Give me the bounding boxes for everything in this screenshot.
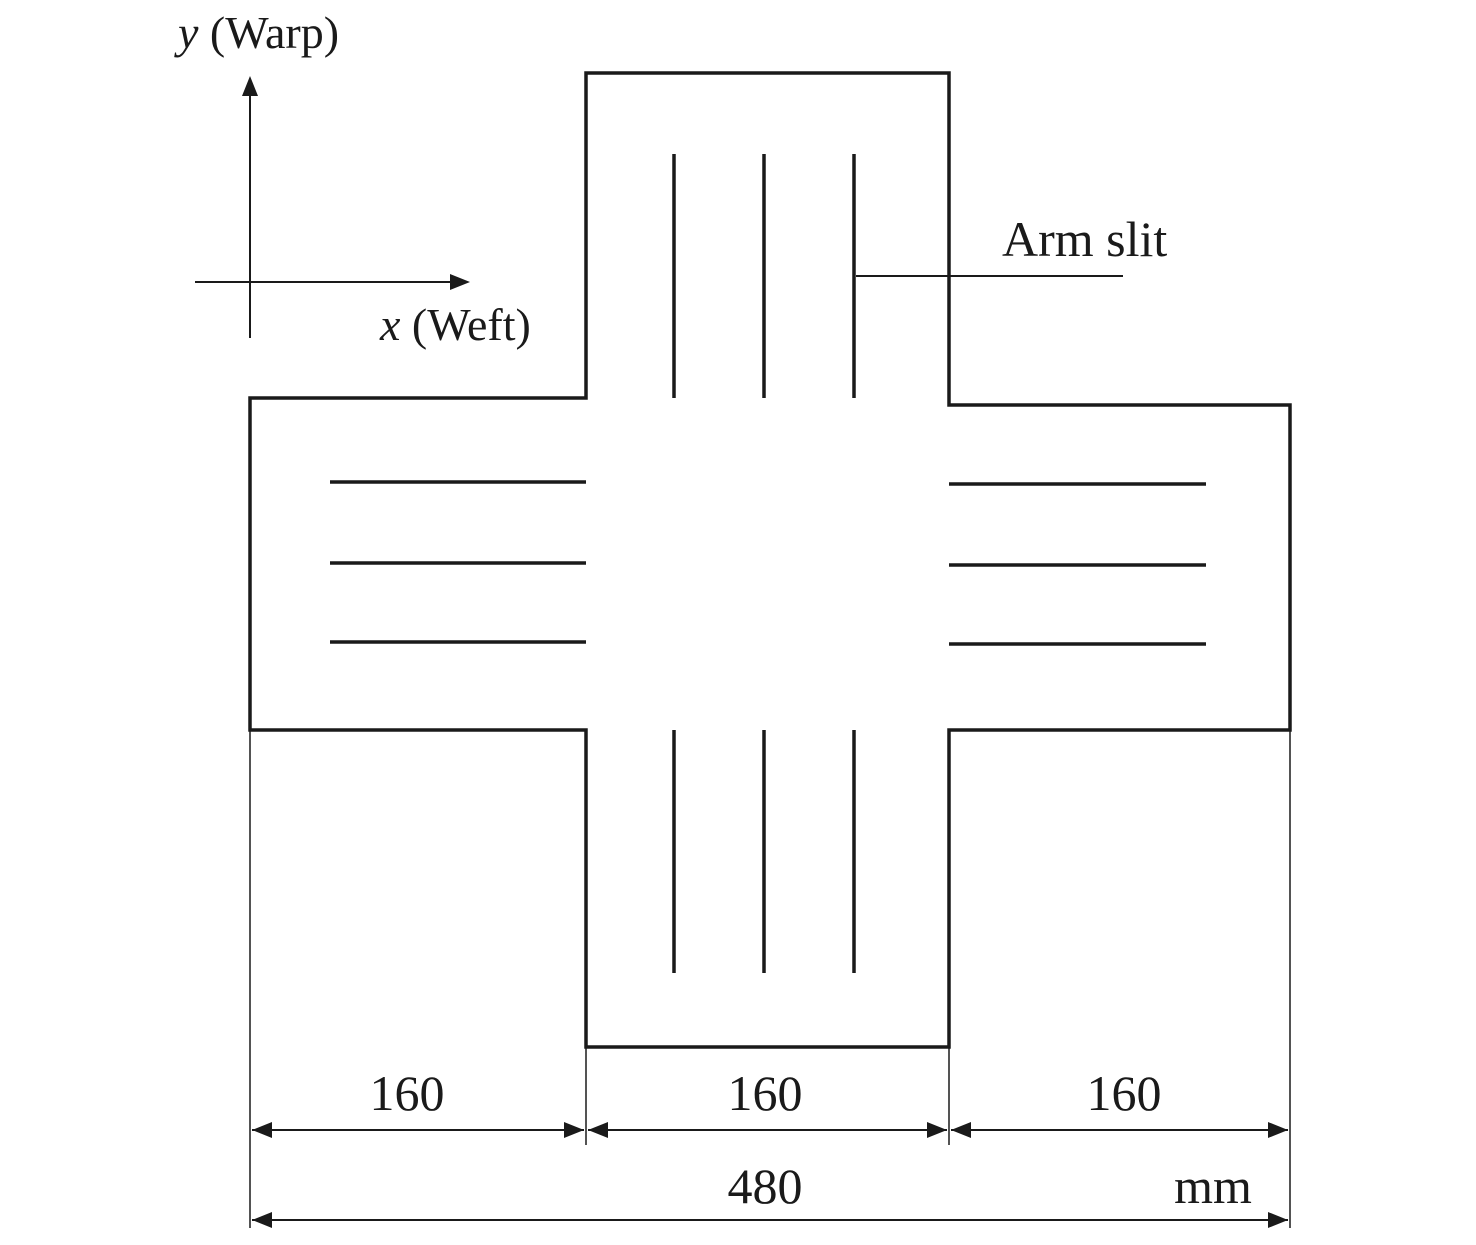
arrowhead: [252, 1122, 272, 1138]
dimension-label-total: 480: [728, 1158, 803, 1214]
arm-slit-label: Arm slit: [1002, 211, 1167, 267]
right-arm-slits: [949, 482, 1206, 646]
arrowhead: [1268, 1212, 1288, 1228]
dimension-label-left: 160: [370, 1065, 445, 1121]
unit-label: mm: [1174, 1158, 1252, 1214]
left-arm-slits: [330, 480, 586, 644]
total-dimension: 480 mm: [252, 1158, 1288, 1228]
axes: y (Warp) x (Weft): [174, 7, 531, 350]
arrowhead: [1268, 1122, 1288, 1138]
y-axis-label: y (Warp): [174, 7, 339, 58]
arm-slit-callout: Arm slit: [856, 211, 1167, 277]
y-axis-symbol: y: [174, 7, 199, 58]
dimension-label-center: 160: [728, 1065, 803, 1121]
bottom-arm-slits: [672, 730, 856, 973]
extension-lines: [249, 730, 1291, 1228]
arrowhead: [588, 1122, 608, 1138]
top-arm-slits: [672, 154, 856, 398]
x-axis-name: (Weft): [400, 299, 530, 350]
dimension-label-right: 160: [1087, 1065, 1162, 1121]
y-axis-arrow: [242, 76, 258, 96]
x-axis-label: x (Weft): [379, 299, 531, 350]
arrowhead: [564, 1122, 584, 1138]
segment-dimensions: 160 160 160: [252, 1065, 1288, 1138]
y-axis-name: (Warp): [198, 7, 339, 58]
arrowhead: [927, 1122, 947, 1138]
x-axis-arrow: [450, 274, 470, 290]
arrowhead: [951, 1122, 971, 1138]
x-axis-symbol: x: [379, 299, 401, 350]
arrowhead: [252, 1212, 272, 1228]
